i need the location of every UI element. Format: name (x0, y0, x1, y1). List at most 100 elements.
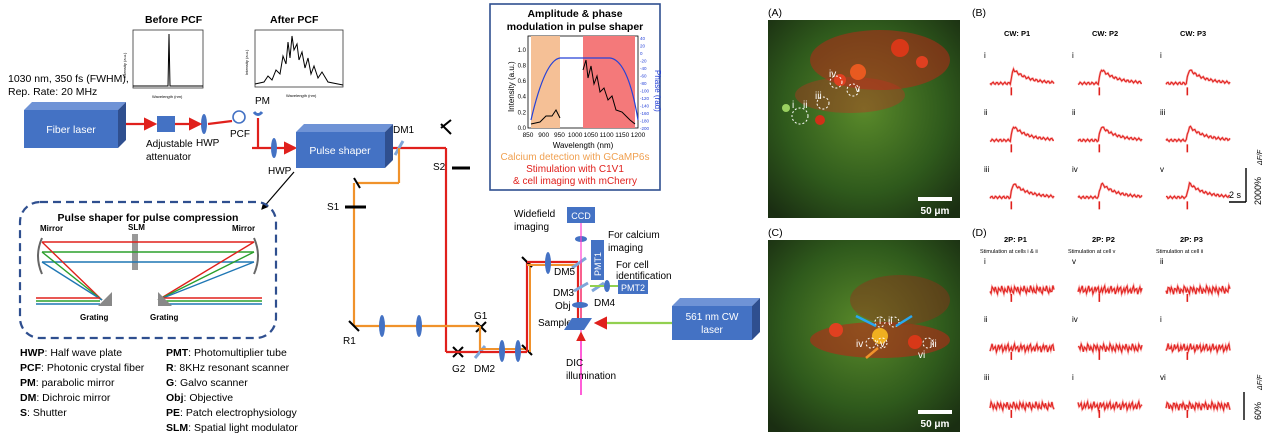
panel-a-label: (A) (768, 7, 782, 19)
calcium-band (531, 36, 560, 128)
amp-y-tick: 0.6 (518, 79, 527, 85)
trace-column-title: CW: P3 (1180, 29, 1206, 38)
dm3 (573, 281, 589, 293)
attenuator-label-2: attenuator (146, 152, 192, 163)
spectrum-after: After PCF Intensity (a.u.) Wavelength (n… (244, 14, 344, 98)
pcf-label: PCF (230, 129, 250, 140)
amp-phase-tick: -20 (640, 59, 647, 64)
sample-stage (564, 318, 592, 330)
amp-phase-tick: 20 (640, 44, 646, 49)
for-calcium-2: imaging (608, 243, 643, 254)
source-text-1: 1030 nm, 350 fs (FWHM), (8, 73, 129, 85)
trace-mean (1077, 69, 1142, 86)
dm3-label: DM3 (553, 288, 575, 299)
trace-mean (1165, 342, 1231, 354)
amp-x-tick: 950 (554, 132, 565, 139)
setup: 1030 nm, 350 fs (FWHM), Rep. Rate: 20 MH… (8, 73, 760, 395)
trace-mean (989, 400, 1055, 412)
legend-abbr: PM (20, 377, 36, 389)
panel-b-label: (B) (972, 7, 986, 19)
amp-phase-tick: -120 (640, 96, 650, 101)
trace-roi-label: v (1072, 257, 1076, 266)
mirror-left-label: Mirror (40, 224, 63, 233)
amp-phase-ylabel: Phase (rad) (653, 70, 662, 112)
trace-roi-label: i (1072, 51, 1074, 60)
trace-mean (1165, 283, 1231, 296)
for-cell-2: identification (616, 271, 672, 282)
amp-note-1: Calcium detection with GCaMP6s (501, 152, 650, 163)
trace-column-subtitle: Stimulation at cell ii (1156, 249, 1203, 255)
trace-roi-label: ii (1072, 108, 1076, 117)
before-xlabel: Wavelength (nm) (152, 94, 183, 99)
after-ylabel: Intensity (a.u.) (244, 49, 249, 75)
hwp-2-label: HWP (268, 166, 292, 177)
trace-roi-label: i (984, 51, 986, 60)
trace-roi-label: iii (984, 165, 990, 174)
d-scale-amp: 60% (1253, 402, 1263, 420)
trace-mean (989, 183, 1055, 200)
attenuator-box (157, 116, 175, 132)
legend-abbr: HWP (20, 347, 45, 359)
d-scale-unit: ΔF/F (1257, 374, 1264, 391)
amp-title-2: modulation in pulse shaper (507, 21, 644, 33)
legend-row: SLM: Spatial light modulator (20, 421, 340, 436)
amp-phase-tick: 0 (640, 51, 643, 56)
sample-label: Sample (538, 318, 572, 329)
before-title: Before PCF (145, 14, 203, 26)
legend-abbr: G (166, 377, 175, 389)
amp-ylabel: Intensity (a.u.) (507, 61, 516, 112)
panel-c-label: (C) (768, 227, 783, 239)
trace-mean (989, 67, 1055, 86)
legend-text: : Patch electrophysiology (180, 407, 297, 419)
trace-roi-label: vi (1160, 373, 1166, 382)
micrograph-c: (C) i ii iii iv v vi 50 μm (768, 227, 960, 432)
amp-phase-tick: -160 (640, 111, 650, 116)
grating-left-label: Grating (80, 313, 109, 322)
hwp-2 (271, 138, 277, 158)
trace-mean (989, 342, 1055, 354)
trace-roi-label: iv (1072, 165, 1078, 174)
legend-abbr: Obj (166, 392, 184, 404)
dm1-label: DM1 (393, 125, 415, 136)
legend-text: : Objective (183, 392, 234, 404)
trace-roi-label: iii (984, 373, 990, 382)
pm-label: PM (255, 96, 270, 107)
scale-bar-d: 60% ΔF/F (1243, 374, 1264, 420)
grating-right-label: Grating (150, 313, 179, 322)
pcf-coil (232, 110, 246, 124)
trace-mean (1077, 126, 1143, 143)
legend-text: : Galvo scanner (174, 377, 248, 389)
dm4-label: DM4 (594, 298, 616, 309)
attenuator-label-1: Adjustable (146, 139, 193, 150)
trace-mean (1165, 125, 1231, 143)
trace-roi-label: v (1160, 165, 1164, 174)
a-cell-v: v (855, 84, 860, 95)
a-cell-i: i (792, 100, 794, 111)
trace-column-title: 2P: P3 (1180, 235, 1203, 244)
shaper-inset: Pulse shaper for pulse compression Mirro… (18, 200, 278, 340)
trace-mean (1077, 284, 1143, 296)
trace-column-title: CW: P2 (1092, 29, 1118, 38)
legend-abbr: S (20, 407, 28, 419)
trace-roi-label: ii (984, 315, 988, 324)
a-cell-ii: ii (803, 100, 807, 111)
fiber-laser-box: Fiber laser (24, 102, 126, 148)
dm5-label: DM5 (554, 267, 576, 278)
trace-mean (989, 284, 1055, 296)
amp-x-tick: 850 (523, 132, 534, 139)
hwp-1-label: HWP (196, 138, 220, 149)
trace-mean (1077, 342, 1143, 354)
before-ylabel: Intensity (a.u.) (122, 52, 127, 78)
for-cell-1: For cell (616, 260, 649, 271)
amp-y-tick: 1.0 (518, 48, 527, 54)
s2-label: S2 (433, 162, 446, 173)
amp-x-tick: 1100 (600, 132, 614, 139)
trace-roi-label: ii (984, 108, 988, 117)
pmt2-label: PMT2 (621, 283, 645, 293)
trace-roi-label: i (1160, 51, 1162, 60)
trace-column-title: 2P: P1 (1004, 235, 1027, 244)
